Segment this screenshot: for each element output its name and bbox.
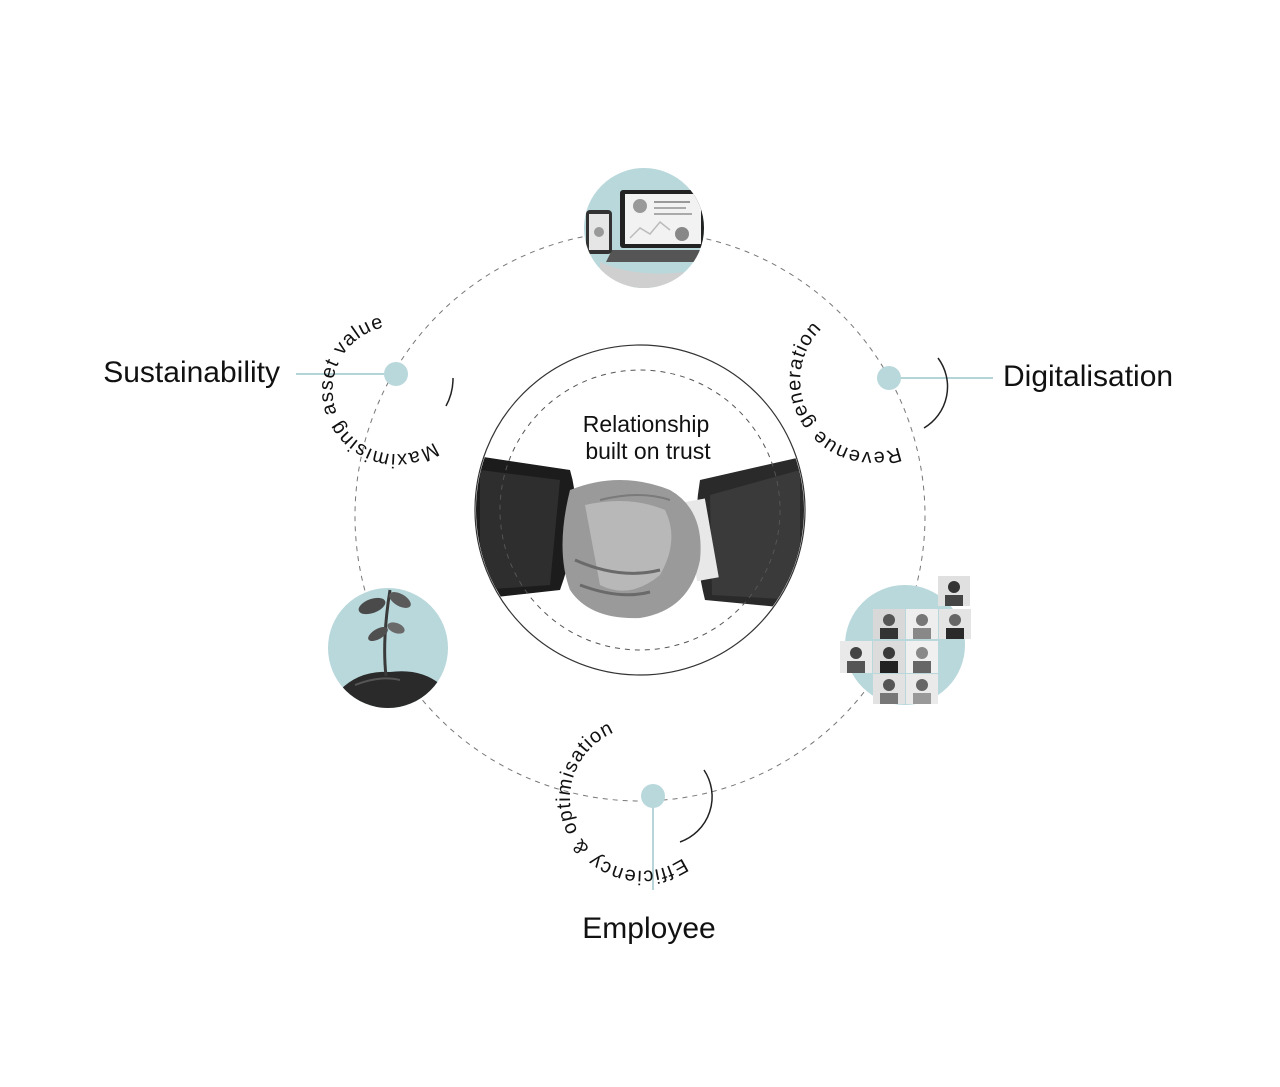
sustainability-label: Sustainability — [103, 356, 280, 389]
employee-arc-textpath: Efficiency & optimisation — [553, 717, 691, 888]
center-outer-ring — [474, 344, 806, 676]
digitalisation-arc-text: Revenue generation — [783, 317, 904, 470]
center-title-line2: built on trust — [585, 438, 711, 464]
employee-label: Employee — [582, 912, 715, 945]
handshake-image — [476, 346, 804, 674]
digitalisation-arc-line — [923, 357, 949, 429]
employee-dot — [641, 784, 665, 808]
sustainability-dot — [384, 362, 408, 386]
laptop-dashboard-image — [586, 190, 704, 288]
sustainability-arc-text: Maximising asset value — [315, 311, 442, 472]
digitalisation-dot — [877, 366, 901, 390]
digitalisation-label: Digitalisation — [1003, 360, 1173, 393]
employee-arc-text: Efficiency & optimisation — [553, 717, 692, 888]
center-inner-dashed-ring — [499, 369, 781, 651]
center-title-line1: Relationship — [583, 411, 710, 437]
sustainability-arc-textpath: Maximising asset value — [315, 311, 441, 472]
digitalisation-arc-textpath: Revenue generation — [783, 317, 903, 470]
sustainability-arc-line — [445, 377, 454, 407]
employee-arc-line — [679, 769, 713, 843]
team-faces-image — [840, 576, 971, 704]
